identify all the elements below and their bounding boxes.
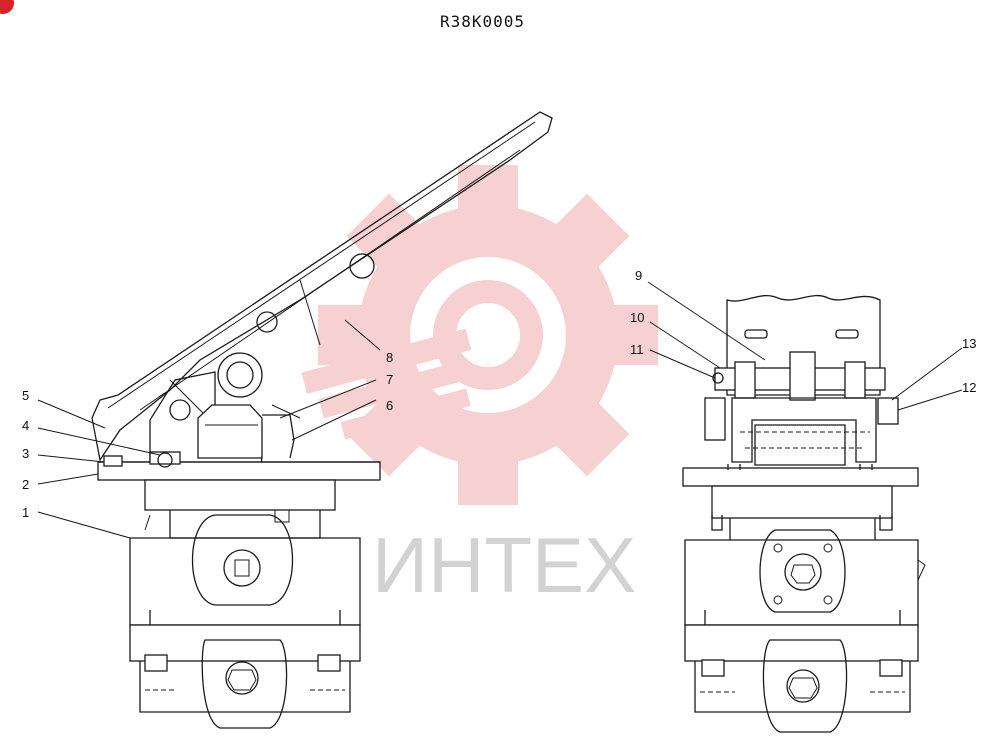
pedal-lever <box>91 111 553 462</box>
valve-body <box>129 479 361 729</box>
callout-12: 12 <box>962 380 976 395</box>
side-view <box>37 111 553 729</box>
front-plunger <box>754 424 846 466</box>
drawing-code: R38K0005 <box>440 12 526 31</box>
pivot-axle <box>704 351 899 441</box>
callout-4: 4 <box>22 418 29 433</box>
leader-lines-front <box>647 281 963 411</box>
watermark-text: ИНТЕХ <box>372 521 636 609</box>
plunger-housing <box>197 404 301 459</box>
watermark-gear-icon <box>301 165 658 505</box>
callout-3: 3 <box>22 446 29 461</box>
front-base-plate <box>682 467 919 487</box>
pedal-top <box>726 294 881 396</box>
corner-badge <box>0 0 14 14</box>
callout-11: 11 <box>630 342 644 357</box>
callout-8: 8 <box>386 350 393 365</box>
callout-5: 5 <box>22 388 29 403</box>
front-view <box>647 281 963 733</box>
callout-6: 6 <box>386 398 393 413</box>
callout-7: 7 <box>386 372 393 387</box>
callout-2: 2 <box>22 477 29 492</box>
callout-13: 13 <box>962 336 976 351</box>
front-valve-body <box>684 485 926 733</box>
callout-10: 10 <box>630 310 644 325</box>
callout-1: 1 <box>22 505 29 520</box>
pivot-pin <box>217 352 263 398</box>
base-plate <box>97 451 381 481</box>
callout-9: 9 <box>635 268 642 283</box>
callout-labels: 5 4 3 2 1 8 7 6 9 10 11 13 12 <box>22 268 976 520</box>
leader-lines-side <box>37 319 381 539</box>
